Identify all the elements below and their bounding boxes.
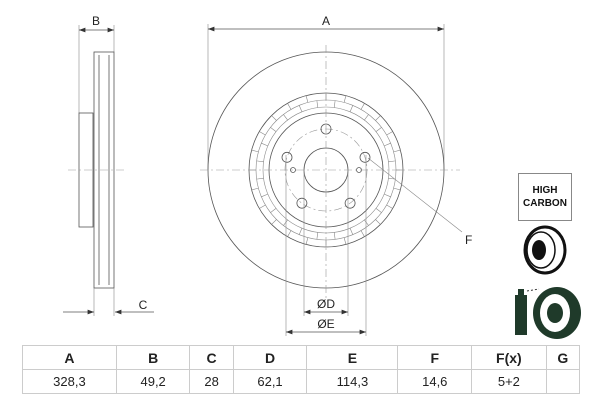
vent-slot — [333, 232, 336, 240]
vent-slot — [343, 237, 347, 245]
high-carbon-badge: HIGH CARBON — [518, 173, 572, 221]
vent-slot — [261, 193, 268, 198]
vent-slot — [386, 131, 393, 136]
vent-slot — [298, 105, 303, 112]
vent-slot — [384, 142, 391, 147]
bolt-hole — [359, 151, 371, 163]
vent-slot — [271, 115, 277, 121]
header-g: G — [545, 345, 581, 370]
vent-slot — [360, 103, 365, 110]
dimensions-table: A B C D E F F(x) G 328,3 49,2 28 62,1 11… — [22, 345, 581, 394]
vent-slot — [287, 103, 292, 110]
bolt-hole — [281, 151, 293, 163]
table-header-row: A B C D E F F(x) G — [22, 345, 581, 370]
vent-slot — [251, 187, 259, 191]
vent-slot — [316, 100, 319, 108]
vent-slot — [305, 237, 309, 245]
technical-drawing: B C A ØD ØE — [63, 14, 581, 339]
vent-slot — [271, 219, 277, 225]
side-view: B C — [63, 14, 154, 316]
vent-slot — [251, 149, 259, 153]
header-fx: F(x) — [471, 345, 547, 370]
vent-slot — [375, 115, 381, 121]
bolt-hole — [344, 197, 356, 209]
vent-slot — [349, 105, 354, 112]
header-d: D — [232, 345, 308, 370]
vent-slot — [270, 208, 277, 213]
vent-slot — [333, 100, 336, 108]
value-d: 62,1 — [232, 369, 308, 394]
header-a: A — [22, 345, 117, 370]
label-d: ØD — [317, 297, 335, 311]
vent-slot — [305, 95, 309, 103]
vent-slot — [375, 208, 382, 213]
leader-f — [367, 157, 463, 233]
label-e: ØE — [317, 317, 334, 331]
badge-line-1: HIGH — [532, 185, 558, 196]
label-b: B — [92, 14, 100, 28]
vent-slot — [388, 160, 396, 163]
vent-slot — [270, 127, 277, 132]
vent-slot — [364, 114, 369, 121]
vent-slot — [283, 219, 288, 226]
vent-slot — [259, 131, 266, 136]
header-e: E — [306, 345, 399, 370]
vent-slot — [287, 230, 292, 237]
value-g — [545, 369, 581, 394]
vent-slot — [256, 177, 264, 180]
value-b: 49,2 — [115, 369, 191, 394]
vent-slot — [384, 193, 391, 198]
vent-slot — [375, 127, 382, 132]
front-view: A ØD ØE F — [200, 14, 472, 336]
value-f: 14,6 — [397, 369, 473, 394]
value-fx: 5+2 — [471, 369, 547, 394]
vent-slot — [316, 232, 319, 240]
vent-slot — [283, 114, 288, 121]
value-c: 28 — [189, 369, 234, 394]
label-f: F — [465, 233, 472, 247]
table-values-row: 328,3 49,2 28 62,1 114,3 14,6 5+2 — [22, 369, 581, 394]
vent-slot — [343, 95, 347, 103]
vent-slot — [256, 160, 264, 163]
badge-line-2: CARBON — [523, 198, 567, 209]
vent-slot — [375, 219, 381, 225]
vented-disc-icon — [523, 225, 567, 275]
vent-slot — [393, 149, 401, 153]
vent-slot — [349, 228, 354, 235]
bolt-hole — [320, 123, 332, 135]
coated-disc-spray-icon — [515, 287, 581, 339]
bolt-hole — [296, 197, 308, 209]
vent-slot — [386, 204, 393, 209]
value-e: 114,3 — [306, 369, 399, 394]
vent-slot — [360, 230, 365, 237]
vent-slot — [259, 204, 266, 209]
vent-slot — [298, 228, 303, 235]
vent-slot — [261, 142, 268, 147]
label-a: A — [322, 14, 330, 28]
header-c: C — [189, 345, 234, 370]
header-f: F — [397, 345, 473, 370]
header-b: B — [115, 345, 191, 370]
value-a: 328,3 — [22, 369, 117, 394]
label-c: C — [139, 298, 148, 312]
vent-slot — [364, 219, 369, 226]
vent-slot — [393, 187, 401, 191]
